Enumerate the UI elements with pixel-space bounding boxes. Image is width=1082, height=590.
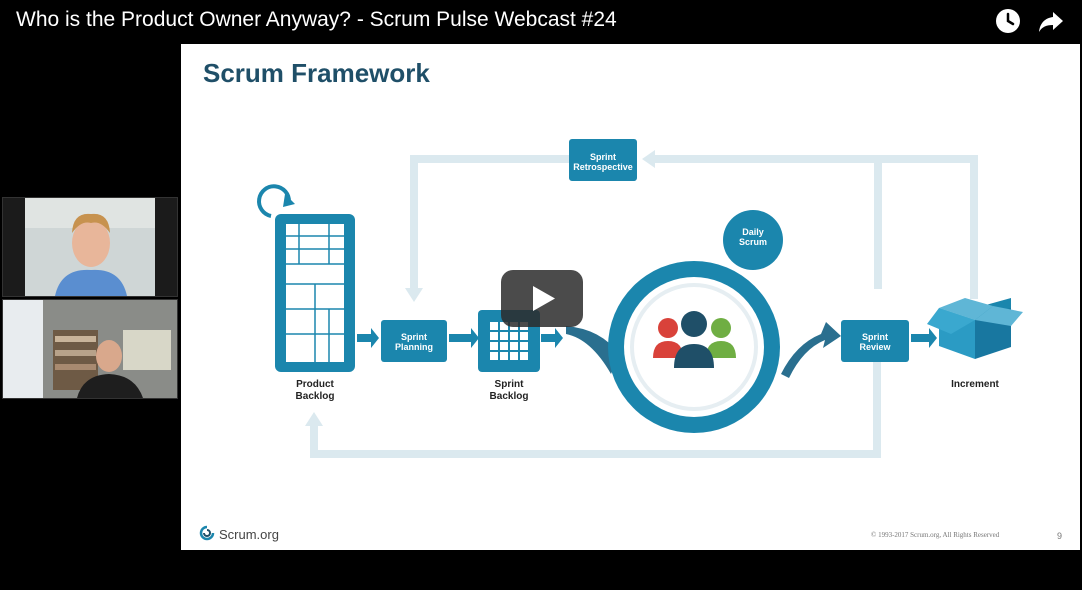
increment-box-icon bbox=[927, 298, 1023, 359]
slide-title: Scrum Framework bbox=[203, 58, 430, 88]
slide-page-number: 9 bbox=[1057, 531, 1063, 541]
presentation-slide: Scrum Framework bbox=[181, 44, 1080, 550]
webcam-presenter-2 bbox=[2, 299, 178, 399]
retro-arrowhead bbox=[642, 150, 655, 168]
video-title-bar: Who is the Product Owner Anyway? - Scrum… bbox=[0, 0, 1082, 42]
sprint-planning-box bbox=[381, 320, 447, 362]
play-icon bbox=[533, 286, 555, 311]
retro-to-planning-line bbox=[410, 155, 569, 289]
daily-scrum-circle bbox=[723, 210, 783, 270]
clock-icon[interactable] bbox=[993, 6, 1023, 36]
review-to-product-line bbox=[310, 324, 881, 458]
refresh-icon bbox=[257, 184, 292, 218]
scrum-logo-icon bbox=[199, 525, 215, 541]
webcam-presenter-1 bbox=[2, 197, 178, 297]
video-title[interactable]: Who is the Product Owner Anyway? - Scrum… bbox=[16, 8, 617, 31]
increment-loop-line bbox=[648, 155, 882, 289]
copyright-text: © 1993-2017 Scrum.org, All Rights Reserv… bbox=[871, 531, 1000, 539]
share-arrow-icon[interactable] bbox=[1036, 6, 1066, 36]
increment-label: Increment bbox=[951, 379, 999, 390]
play-button[interactable] bbox=[501, 270, 583, 327]
sprint-review-box bbox=[841, 320, 909, 362]
sprint-retrospective-box bbox=[569, 139, 637, 181]
planning-arrowhead bbox=[405, 288, 423, 302]
team-icon bbox=[653, 311, 736, 368]
scrum-org-logo: Scrum.org bbox=[199, 525, 279, 542]
scrum-framework-diagram bbox=[257, 139, 1023, 458]
product-arrowhead bbox=[305, 412, 323, 426]
